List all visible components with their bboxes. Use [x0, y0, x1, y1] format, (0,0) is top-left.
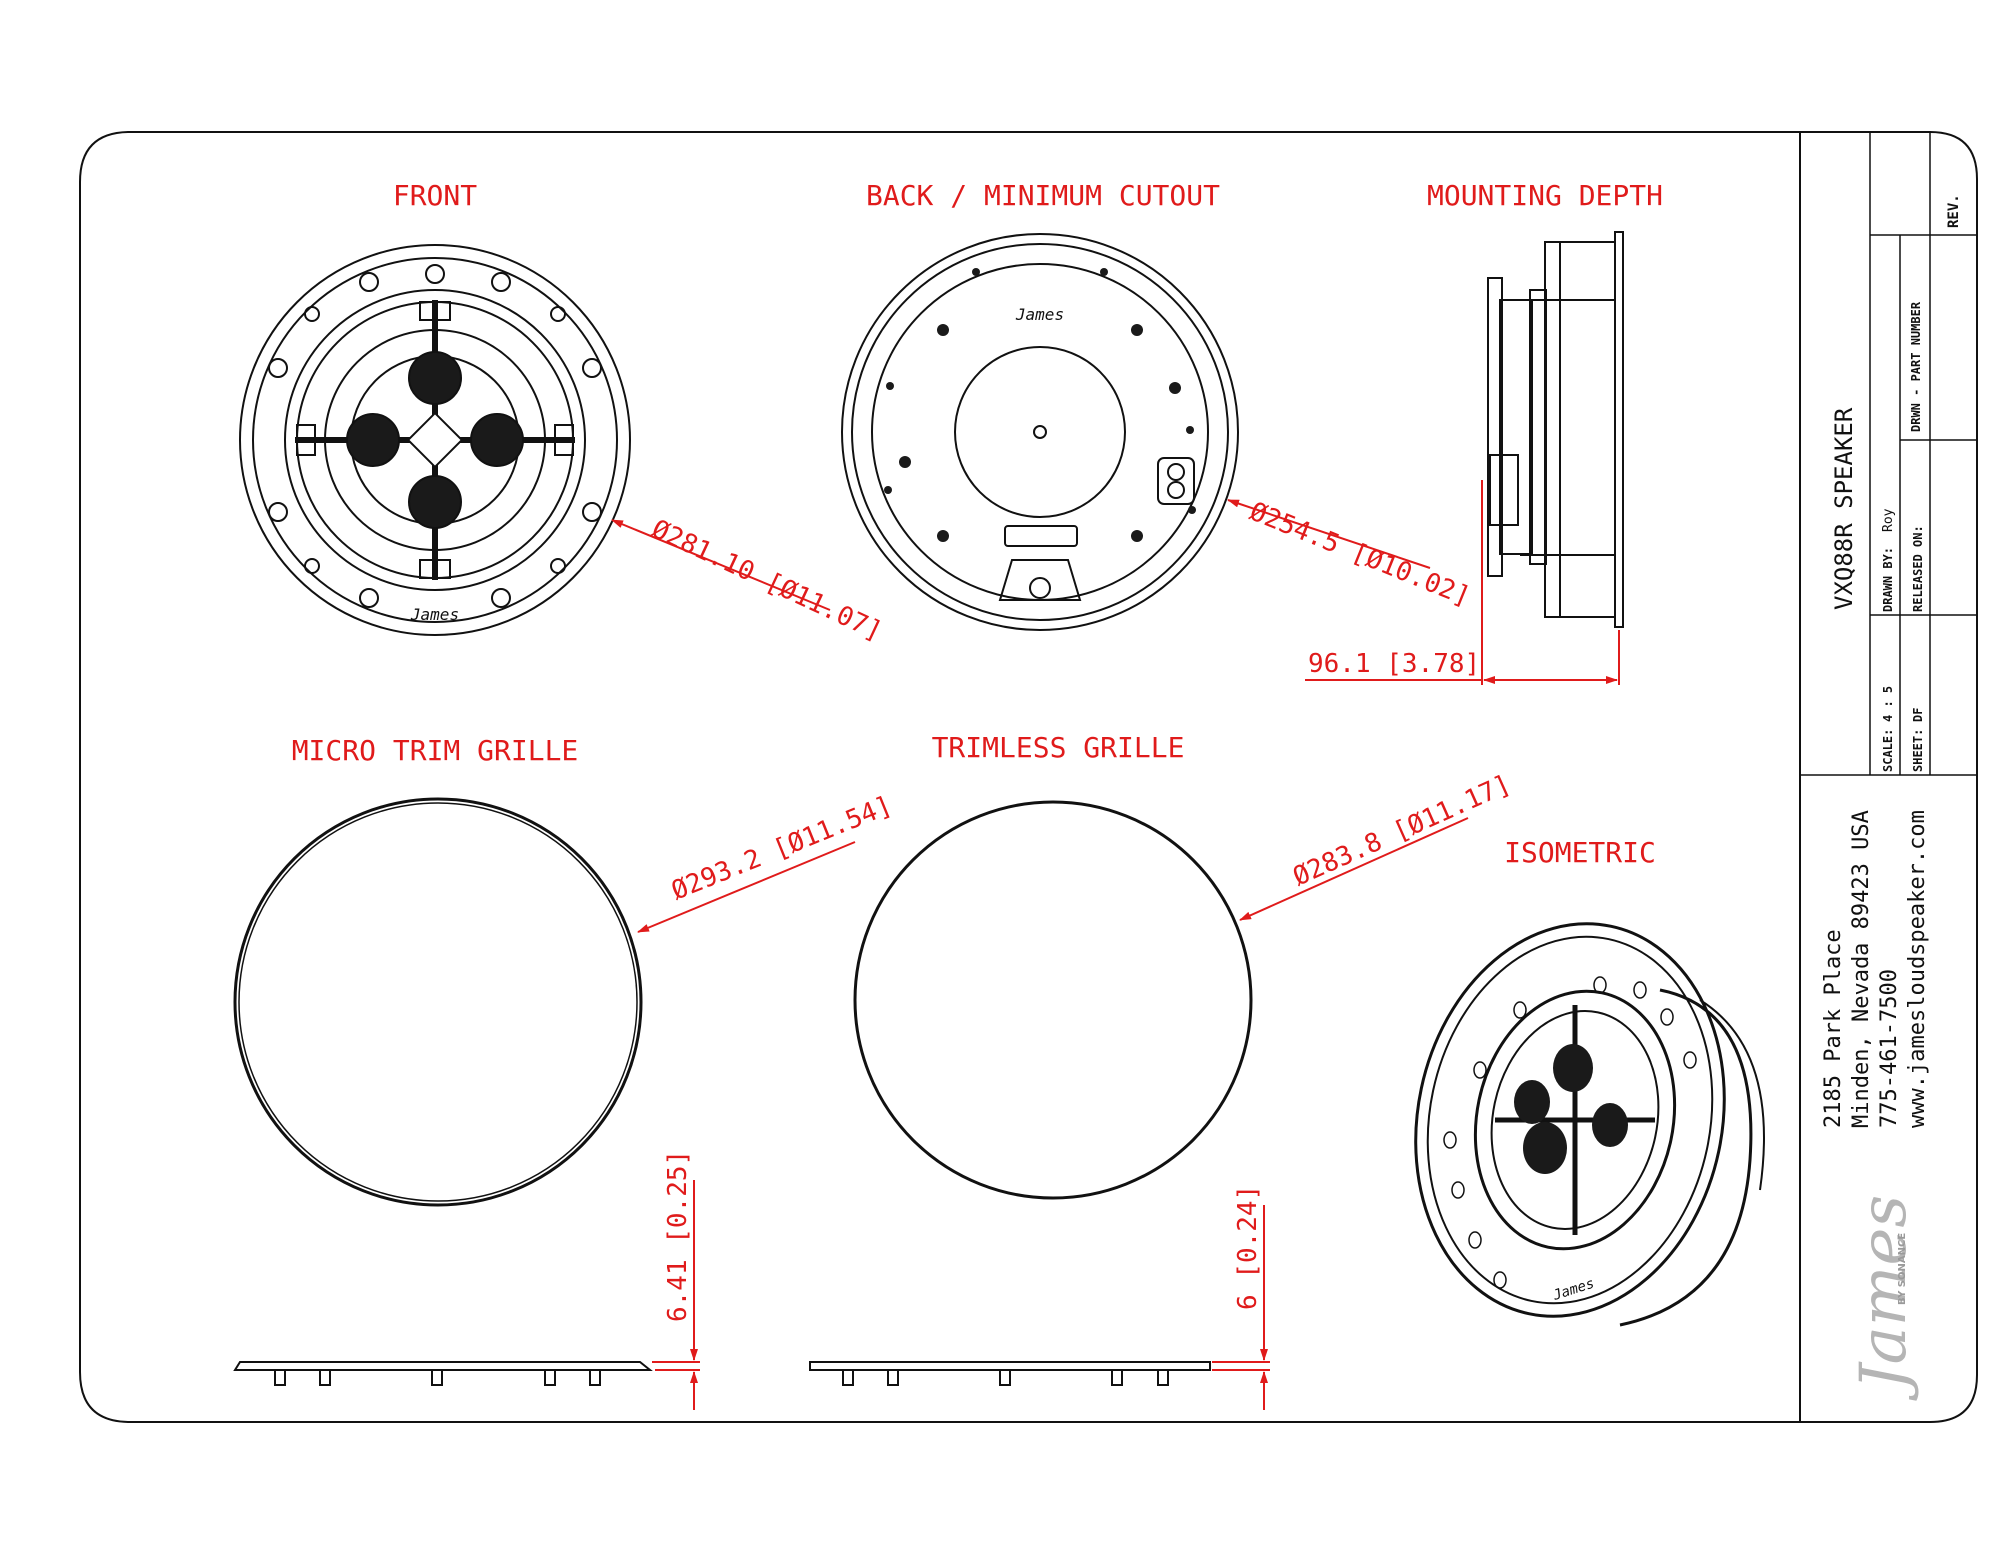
phone-number: 775-461-7500	[1877, 969, 1902, 1128]
drawing-frame	[79, 131, 1978, 1423]
micro-trim-leader	[637, 841, 856, 933]
micro-trim-circle	[233, 797, 643, 1207]
trimless-profile	[809, 1361, 1211, 1386]
depth-dimension: 96.1 [3.78]	[1308, 649, 1480, 679]
isometric-holes	[1443, 976, 1697, 1289]
trimless-leader	[1239, 817, 1469, 921]
micro-trim-thickness: 6.41 [0.25]	[663, 1150, 693, 1322]
title-block	[1800, 132, 1977, 776]
sheet-label: SHEET:	[1911, 729, 1925, 772]
part-number-label: DRWN - PART NUMBER	[1909, 301, 1923, 432]
website: www.jamesloudspeaker.com	[1905, 810, 1930, 1128]
drawn-by-label: DRAWN BY:	[1881, 547, 1895, 612]
sheet-value: DF	[1911, 708, 1925, 722]
trimless-thickness: 6 [0.24]	[1233, 1185, 1263, 1310]
back-title: BACK / MINIMUM CUTOUT	[866, 179, 1220, 212]
address-line2: Minden, Nevada 89423 USA	[1849, 810, 1874, 1128]
front-title: FRONT	[393, 179, 477, 212]
micro-trim-title: MICRO TRIM GRILLE	[292, 734, 579, 767]
trimless-title: TRIMLESS GRILLE	[932, 731, 1185, 764]
scale-label: SCALE:	[1881, 729, 1895, 772]
brand-wordmark: James	[1847, 1195, 1921, 1401]
back-dimension: Ø254.5 [Ø10.02]	[1245, 497, 1474, 613]
product-name: VXQ88R SPEAKER	[1830, 407, 1858, 610]
back-fasteners	[884, 268, 1196, 542]
isometric-logo: James	[1550, 1276, 1596, 1305]
front-logo: James	[410, 605, 459, 624]
depth-view	[1487, 231, 1624, 628]
front-drivers	[346, 351, 524, 529]
front-mounting-holes	[268, 264, 602, 608]
back-view	[841, 233, 1239, 631]
address-line1: 2185 Park Place	[1821, 929, 1846, 1128]
front-dimension: Ø281.10 [Ø11.07]	[647, 514, 887, 647]
back-logo: James	[1015, 305, 1064, 324]
depth-title: MOUNTING DEPTH	[1427, 179, 1663, 212]
isometric-title: ISOMETRIC	[1504, 836, 1656, 869]
rev-label: REV.	[1946, 194, 1962, 228]
released-label: RELEASED ON:	[1911, 525, 1925, 612]
front-leader	[611, 519, 831, 611]
isometric-drivers	[1514, 1044, 1628, 1174]
brand-logo: James BY SONANCE	[1847, 1195, 1921, 1401]
micro-trim-diameter: Ø293.2 [Ø11.54]	[667, 791, 896, 907]
micro-trim-profile	[233, 1361, 653, 1386]
trimless-circle	[853, 800, 1253, 1200]
brand-subtitle: BY SONANCE	[1897, 1233, 1908, 1305]
isometric-view	[1414, 922, 1765, 1327]
back-leader	[1227, 499, 1431, 569]
drawn-by-value: Roy	[1881, 508, 1896, 532]
trimless-diameter: Ø283.8 [Ø11.17]	[1289, 769, 1516, 892]
scale-value: 4 : 5	[1881, 686, 1895, 722]
